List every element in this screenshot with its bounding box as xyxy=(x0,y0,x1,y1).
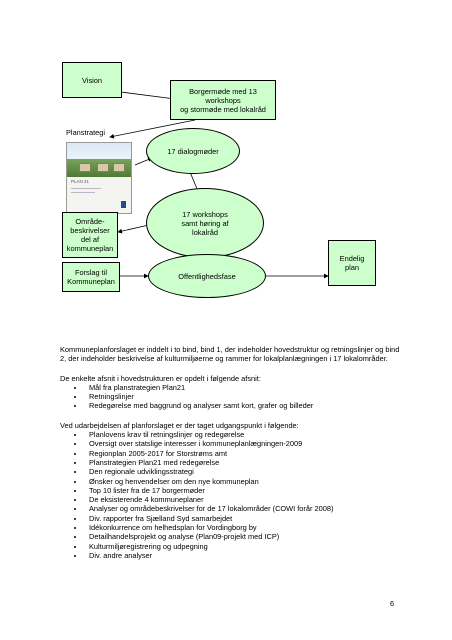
paragraph-3: Ved udarbejdelsen af planforslaget er de… xyxy=(60,420,299,430)
endelig-box: Endelig plan xyxy=(328,240,376,286)
page-number: 6 xyxy=(390,599,395,608)
list-item: Div. andre analyser xyxy=(85,551,400,560)
list-item: Idékonkurrence om helhedsplan for Vordin… xyxy=(85,523,400,532)
dialogmoder-oval: 17 dialogmøder xyxy=(146,128,240,174)
list-item: De eksisterende 4 kommuneplaner xyxy=(85,495,400,504)
list-item: Oversigt over statslige interesser i kom… xyxy=(85,439,400,448)
cover-title: PLAN 21 xyxy=(71,179,90,184)
list-item: Redegørelse med baggrund og analyser sam… xyxy=(85,401,400,410)
list-item: Mål fra planstrategien Plan21 xyxy=(85,383,400,392)
cover-house xyxy=(97,163,109,172)
endelig-label: Endelig plan xyxy=(339,254,365,272)
cover-logo xyxy=(121,201,126,208)
list-item: Planlovens krav til retningslinjer og re… xyxy=(85,430,400,439)
list-item: Regionplan 2005-2017 for Storstrøms amt xyxy=(85,449,400,458)
planstrategi-cover-image: PLAN 21 xyxy=(66,142,132,214)
cover-house xyxy=(113,163,125,172)
list-item: Detailhandelsprojekt og analyse (Plan09-… xyxy=(85,532,400,541)
offentlighed-oval: Offentlighedsfase xyxy=(148,254,266,298)
borgermode-box: Borgermøde med 13 workshops og stormøde … xyxy=(170,80,276,120)
omraade-box: Område- beskrivelser del af kommuneplan xyxy=(62,212,118,258)
paragraph-1: Kommuneplanforslaget er inddelt i to bin… xyxy=(60,345,400,364)
diagram-arrows xyxy=(96,88,329,279)
offentlighed-label: Offentlighedsfase xyxy=(178,271,236,281)
list-item: Top 10 lister fra de 17 borgermøder xyxy=(85,486,400,495)
list-item: Planstrategien Plan21 med redegørelse xyxy=(85,458,400,467)
planning-process-diagram: Vision Borgermøde med 13 workshops og st… xyxy=(62,62,376,298)
forslag-box: Forslag til Kommuneplan xyxy=(62,262,120,292)
list-item: Retningslinjer xyxy=(85,392,400,401)
planstrategi-label: Planstrategi xyxy=(66,128,106,137)
paragraph-2: De enkelte afsnit i hovedstrukturen er o… xyxy=(60,373,261,383)
arrow-workshops-omraade xyxy=(117,224,150,234)
list-item: Kulturmiljøregistrering og udpegning xyxy=(85,542,400,551)
vision-label: Vision xyxy=(82,75,102,85)
cover-text-line xyxy=(71,192,95,193)
cover-house xyxy=(79,163,91,172)
workshops-oval: 17 workshops samt høring af lokalråd xyxy=(146,188,264,258)
forslag-label: Forslag til Kommuneplan xyxy=(67,268,115,286)
vision-box: Vision xyxy=(62,62,122,98)
body-text: Kommuneplanforslaget er inddelt i to bin… xyxy=(60,345,400,560)
bullet-list-2: Planlovens krav til retningslinjer og re… xyxy=(60,430,400,560)
arrow-borgermode-planstrategi xyxy=(109,119,196,139)
cover-band xyxy=(67,177,131,213)
workshops-label: 17 workshops samt høring af lokalråd xyxy=(181,209,229,237)
list-item: Analyser og områdebeskrivelser for de 17… xyxy=(85,504,400,513)
bullet-list-1: Mål fra planstrategien Plan21 Retningsli… xyxy=(60,383,400,411)
cover-text-line xyxy=(71,188,101,189)
list-item: Ønsker og henvendelser om den nye kommun… xyxy=(85,477,400,486)
list-item: Div. rapporter fra Sjælland Syd samarbej… xyxy=(85,514,400,523)
list-item: Den regionale udviklingsstrategi xyxy=(85,467,400,476)
borgermode-label: Borgermøde med 13 workshops og stormøde … xyxy=(180,86,266,114)
omraade-label: Område- beskrivelser del af kommuneplan xyxy=(66,217,114,253)
dialogmoder-label: 17 dialogmøder xyxy=(167,146,219,156)
